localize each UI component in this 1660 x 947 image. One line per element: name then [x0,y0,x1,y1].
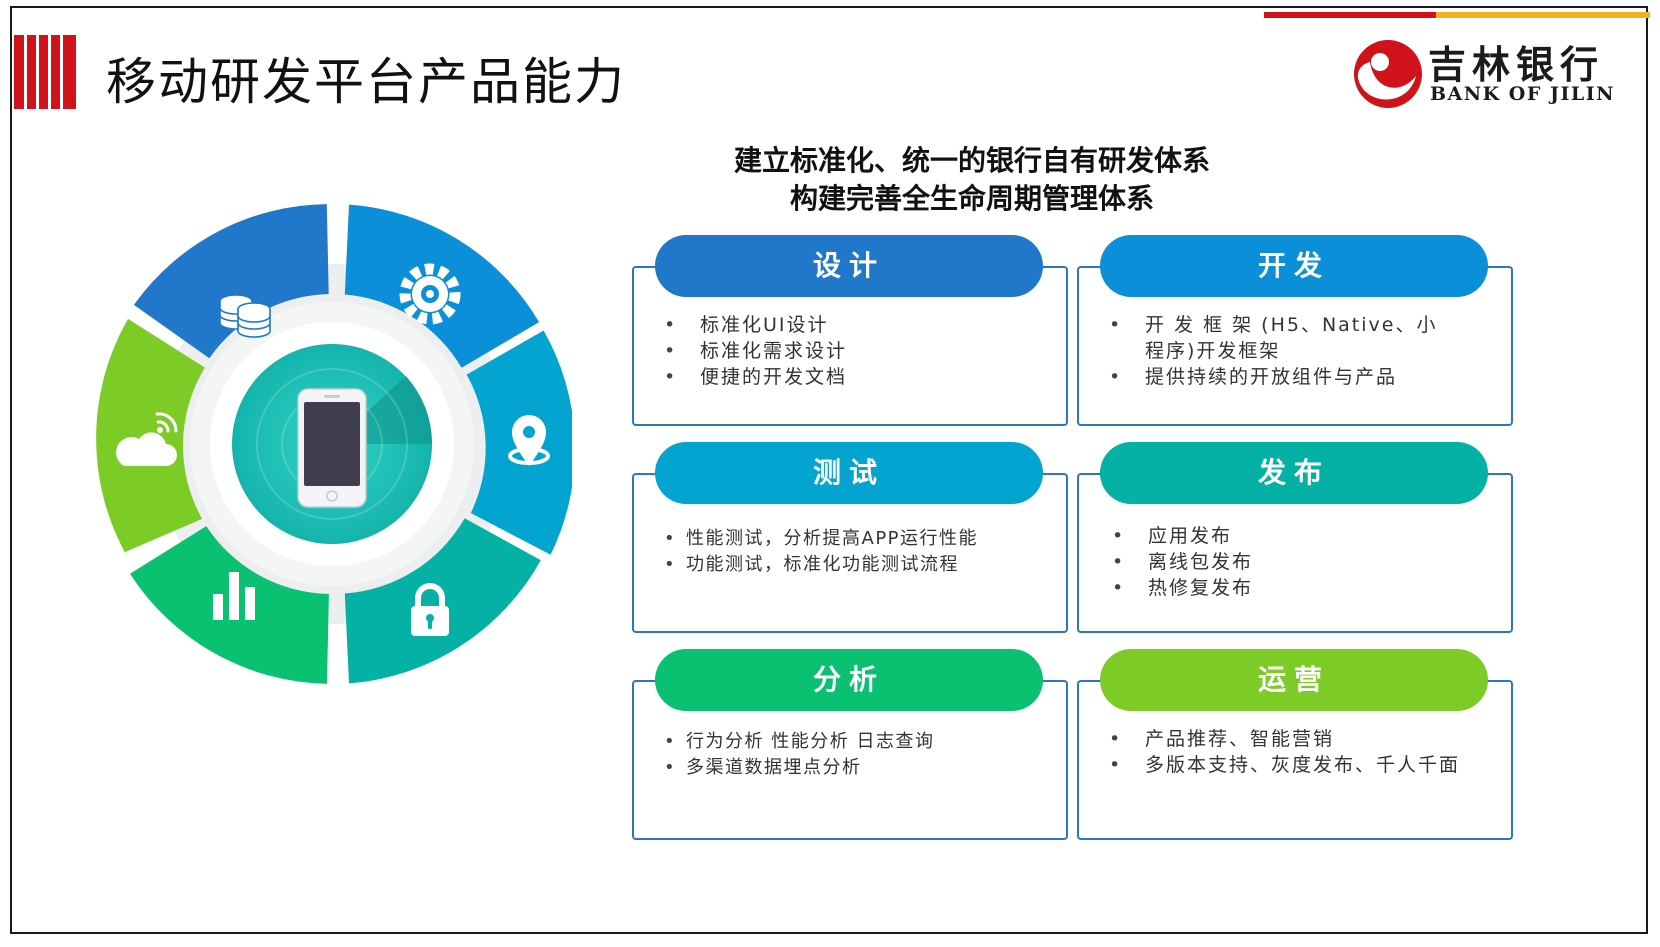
module-point: 行为分析 性能分析 日志查询 [664,729,1044,755]
top-accent-bar-red [1264,12,1436,18]
module-pill-release: 发布 [1100,442,1488,504]
slide: 移动研发平台产品能力 吉林银行 BANK OF JILIN 建立标准化、统一的银… [10,6,1650,934]
module-point: 应用发布 [1112,523,1492,549]
lock-icon [411,583,449,636]
module-points-dev: 开 发 框 架 (H5、Native、小程序)开发框架 提供持续的开放组件与产品 [1109,312,1445,390]
top-accent-bar-yellow [1436,12,1650,18]
module-pill-analysis: 分析 [655,649,1043,711]
title-accent-mark [14,35,76,109]
cloud-signal-icon [116,412,178,466]
module-point: 标准化需求设计 [664,338,1044,364]
logo-name-cn: 吉林银行 [1428,43,1605,87]
module-point: 离线包发布 [1112,549,1492,575]
module-pill-design: 设计 [655,235,1043,297]
headline-line-1: 建立标准化、统一的银行自有研发体系 [733,144,1210,177]
capability-wheel [96,204,572,684]
module-points-test: 性能测试，分析提高APP运行性能 功能测试，标准化功能测试流程 [664,526,1044,578]
module-point: 性能测试，分析提高APP运行性能 [664,526,1044,552]
module-point: 提供持续的开放组件与产品 [1109,364,1445,390]
bank-logo-icon [1354,40,1422,108]
headline: 建立标准化、统一的银行自有研发体系 构建完善全生命周期管理体系 [662,142,1282,218]
module-point: 功能测试，标准化功能测试流程 [664,552,1044,578]
module-points-analysis: 行为分析 性能分析 日志查询 多渠道数据埋点分析 [664,729,1044,781]
module-points-release: 应用发布 离线包发布 热修复发布 [1112,523,1492,601]
module-point: 热修复发布 [1112,575,1492,601]
location-pin-icon [508,415,550,466]
module-pill-dev: 开发 [1100,235,1488,297]
module-point: 产品推荐、智能营销 [1109,726,1481,752]
page-title: 移动研发平台产品能力 [106,53,626,111]
database-icon [219,294,271,338]
gear-icon [399,263,461,325]
module-points-ops: 产品推荐、智能营销 多版本支持、灰度发布、千人千面 [1109,726,1481,778]
module-point: 标准化UI设计 [664,312,1044,338]
headline-line-2: 构建完善全生命周期管理体系 [789,182,1154,215]
module-point: 开 发 框 架 (H5、Native、小程序)开发框架 [1109,312,1445,364]
module-points-design: 标准化UI设计 标准化需求设计 便捷的开发文档 [664,312,1044,390]
module-point: 多渠道数据埋点分析 [664,755,1044,781]
module-point: 便捷的开发文档 [664,364,1044,390]
module-pill-test: 测试 [655,442,1043,504]
bar-chart-icon [213,572,255,620]
module-point: 多版本支持、灰度发布、千人千面 [1109,752,1481,778]
module-pill-ops: 运营 [1100,649,1488,711]
logo-name-en: BANK OF JILIN [1430,83,1615,105]
wheel-segment-design [133,204,329,359]
smartphone-icon [297,388,367,508]
